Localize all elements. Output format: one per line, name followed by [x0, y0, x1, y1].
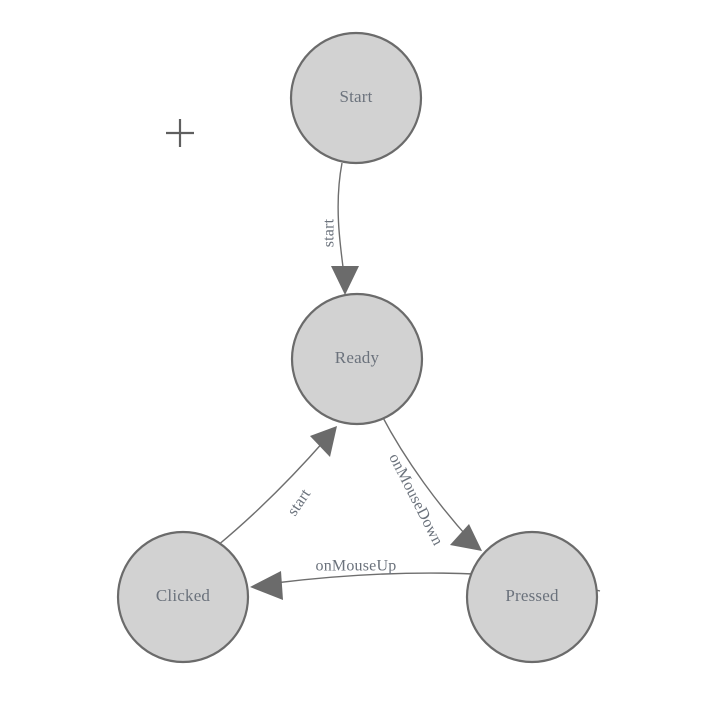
arrowhead-icon: [250, 571, 283, 600]
arrowhead-icon: [310, 426, 337, 457]
node-clicked[interactable]: Clicked: [116, 530, 250, 664]
edge-clicked-to-ready[interactable]: start: [216, 426, 337, 547]
node-ready[interactable]: Ready: [290, 292, 424, 426]
node-group: Start Ready Clicked Pressed: [116, 31, 599, 664]
node-circle[interactable]: [289, 31, 423, 165]
edge-start-to-ready[interactable]: start: [321, 162, 359, 295]
edge-ready-to-pressed[interactable]: onMouseDown: [380, 413, 482, 551]
node-label-start: Start: [339, 87, 372, 106]
node-start[interactable]: Start: [289, 31, 423, 165]
node-pressed[interactable]: Pressed: [465, 530, 599, 664]
edge-label-clicked-to-ready: start: [284, 486, 314, 519]
crosshair-marker: [166, 119, 194, 147]
node-label-pressed: Pressed: [505, 586, 559, 605]
edge-line: [380, 413, 473, 543]
edge-line: [216, 439, 326, 547]
node-circle[interactable]: [465, 530, 599, 664]
node-label-ready: Ready: [335, 348, 380, 367]
arrowhead-icon: [450, 524, 482, 551]
node-label-clicked: Clicked: [156, 586, 211, 605]
arrowhead-icon: [331, 266, 359, 295]
edge-line: [337, 162, 346, 283]
edge-label-start-to-ready: start: [321, 218, 338, 247]
node-circle[interactable]: [290, 292, 424, 426]
edge-label-pressed-to-clicked: onMouseUp: [316, 558, 397, 575]
node-circle[interactable]: [116, 530, 250, 664]
